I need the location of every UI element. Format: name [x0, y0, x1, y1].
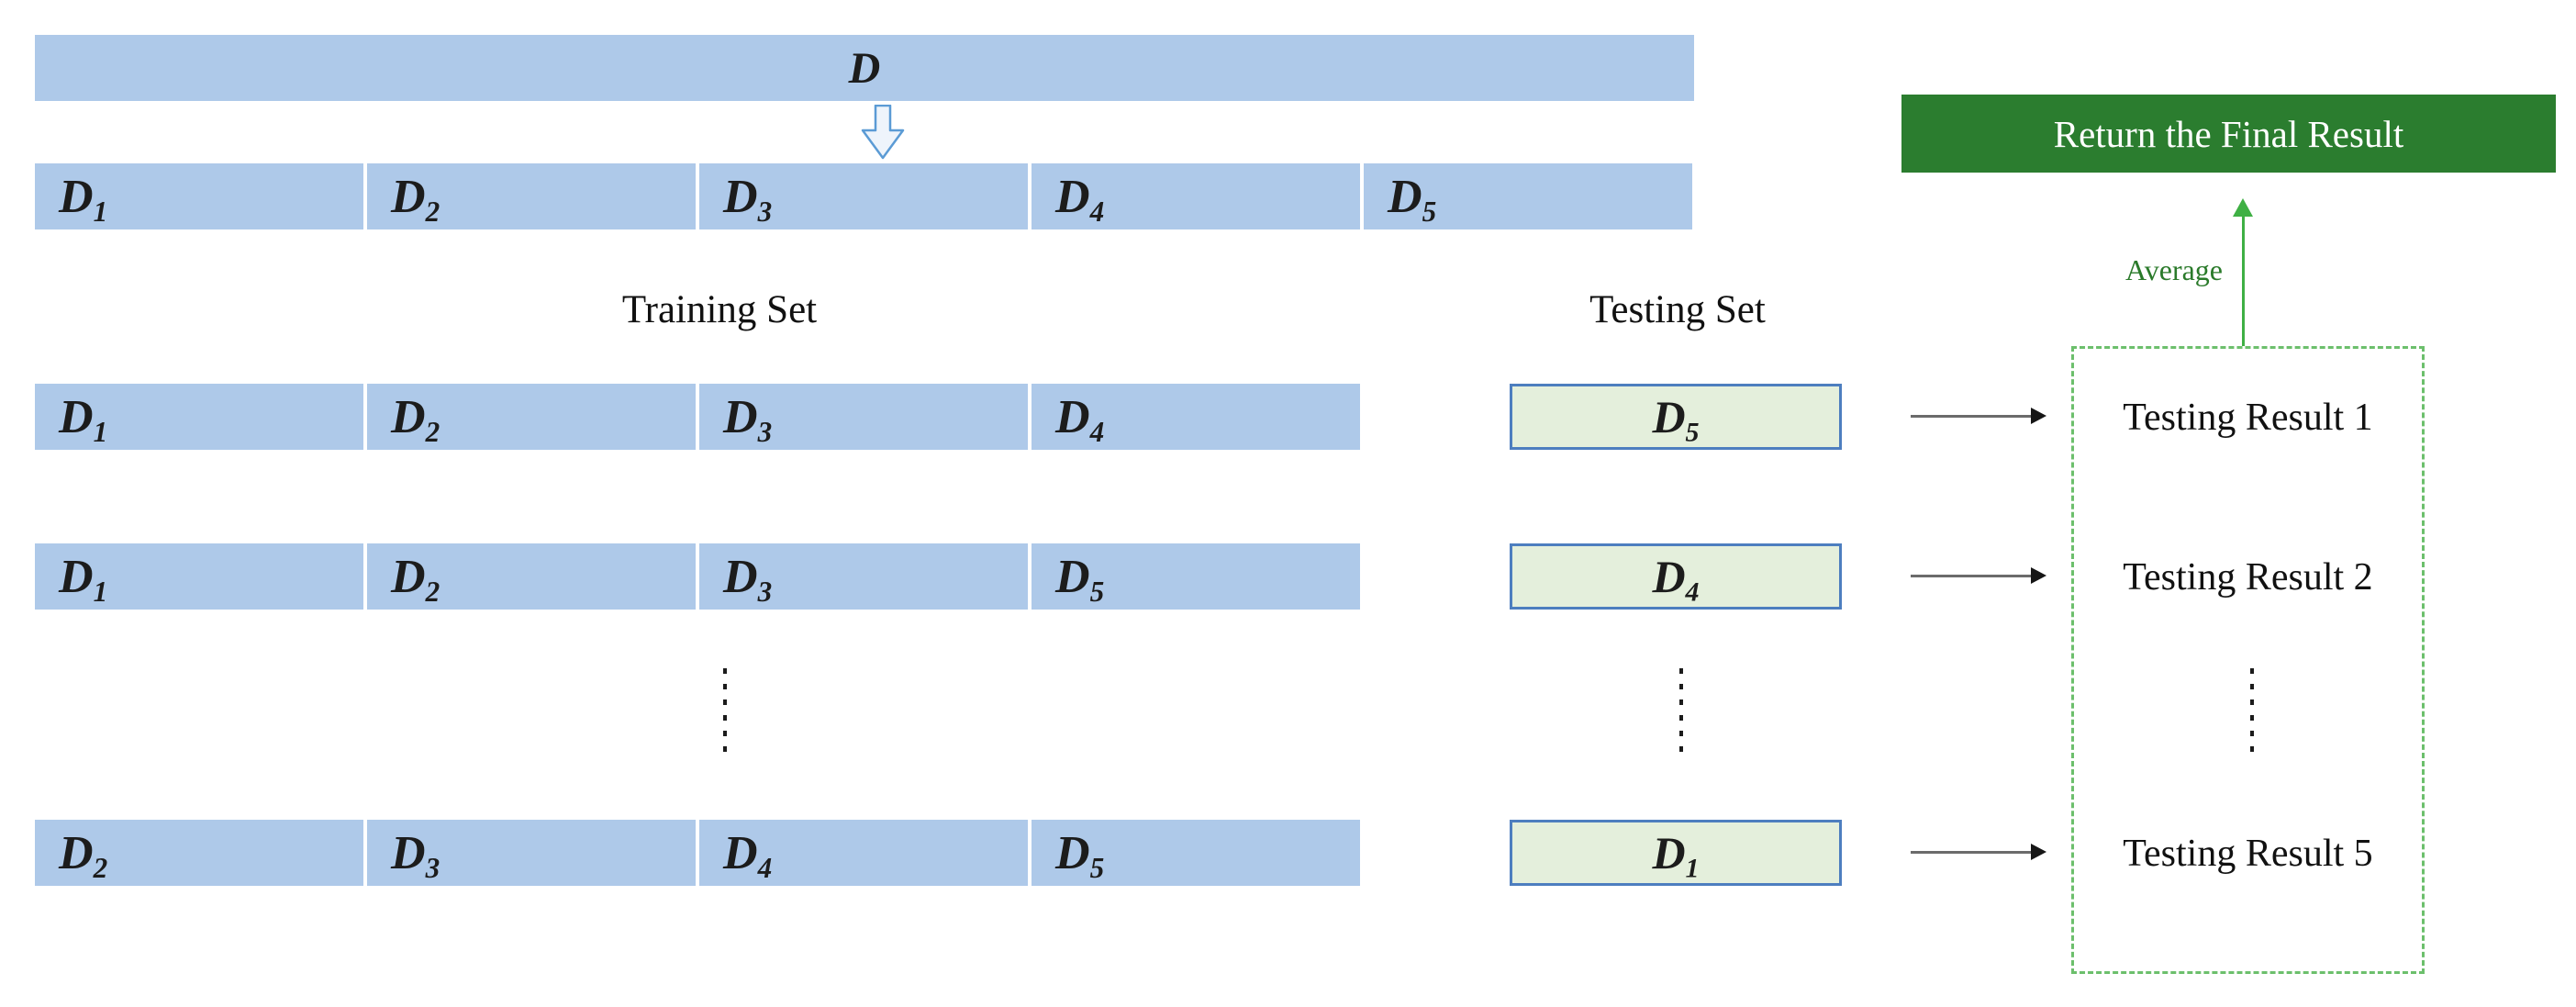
segment-label: D4	[1055, 390, 1105, 448]
results-dashed-box	[2071, 346, 2425, 974]
testing-result-2-label: Testing Result 2	[2123, 556, 2373, 599]
segment-label: D4	[1055, 170, 1105, 228]
testing-set-header: Testing Set	[1589, 288, 1766, 331]
segment-label: D3	[391, 826, 440, 884]
arrow-to-result-2-icon	[1911, 567, 2046, 584]
training-row5-segment-d3: D3	[367, 820, 696, 886]
split-segment-d5: D5	[1364, 163, 1692, 229]
testing-box-d5: D5	[1510, 384, 1842, 450]
segment-label: D5	[1388, 170, 1437, 228]
testing-box-d4: D4	[1510, 543, 1842, 610]
average-arrow-head-icon	[2233, 198, 2253, 217]
segment-label: D3	[723, 170, 773, 228]
training-row5-segment-d5: D5	[1032, 820, 1360, 886]
arrow-to-result-1-icon	[1911, 408, 2046, 424]
split-segment-d2: D2	[367, 163, 696, 229]
testing-result-5-label: Testing Result 5	[2123, 833, 2373, 875]
testing-ellipsis-dots	[1679, 668, 1683, 762]
training-ellipsis-dots	[723, 668, 727, 762]
segment-label: D2	[391, 550, 440, 608]
segment-label: D3	[723, 390, 773, 448]
split-segment-d4: D4	[1032, 163, 1360, 229]
training-row2-segment-d1: D1	[35, 543, 363, 610]
segment-label: D1	[59, 390, 108, 448]
training-row1-segment-d1: D1	[35, 384, 363, 450]
training-row1-segment-d3: D3	[699, 384, 1028, 450]
testing-box-label: D1	[1652, 827, 1700, 884]
results-ellipsis-dots	[2250, 668, 2254, 762]
split-down-arrow-icon	[861, 105, 905, 160]
testing-box-label: D4	[1652, 551, 1700, 608]
testing-box-d1: D1	[1510, 820, 1842, 886]
training-row1-segment-d4: D4	[1032, 384, 1360, 450]
training-set-header: Training Set	[621, 288, 818, 331]
segment-label: D5	[1055, 826, 1105, 884]
segment-label: D2	[391, 390, 440, 448]
training-row2-segment-d3: D3	[699, 543, 1028, 610]
segment-label: D1	[59, 550, 108, 608]
training-row2-segment-d5: D5	[1032, 543, 1360, 610]
arrow-to-result-5-icon	[1911, 844, 2046, 860]
final-result-banner: Return the Final Result	[1901, 95, 2556, 173]
segment-label: D1	[59, 170, 108, 228]
segment-label: D2	[391, 170, 440, 228]
segment-label: D4	[723, 826, 773, 884]
dataset-bar-label: D	[848, 43, 881, 93]
testing-box-label: D5	[1652, 391, 1700, 448]
segment-label: D2	[59, 826, 108, 884]
segment-label: D3	[723, 550, 773, 608]
final-result-label: Return the Final Result	[2053, 112, 2404, 155]
training-row1-segment-d2: D2	[367, 384, 696, 450]
training-row2-segment-d2: D2	[367, 543, 696, 610]
split-segment-d1: D1	[35, 163, 363, 229]
training-row5-segment-d4: D4	[699, 820, 1028, 886]
dataset-bar: D	[35, 35, 1694, 101]
average-label: Average	[2125, 253, 2223, 286]
average-arrow-line-icon	[2242, 215, 2245, 346]
training-row5-segment-d2: D2	[35, 820, 363, 886]
split-segment-d3: D3	[699, 163, 1028, 229]
testing-result-1-label: Testing Result 1	[2123, 397, 2373, 439]
segment-label: D5	[1055, 550, 1105, 608]
